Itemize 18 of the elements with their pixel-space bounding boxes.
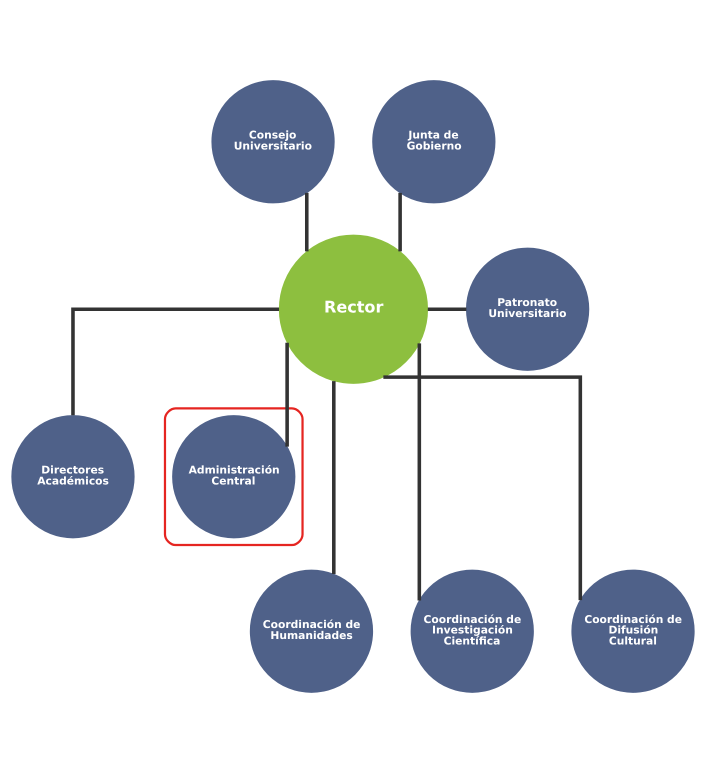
node-circle: Directores Académicos [11,415,135,538]
node-circle: Coordinación de Investigación Científica [410,570,534,693]
connector [383,375,582,600]
connector [71,307,280,416]
connector [304,192,309,252]
node-circle: Rector [278,234,428,384]
node-circle: Patronato Universitario [466,248,590,371]
connector [428,307,466,312]
node-circle: Junta de Gobierno [372,80,496,204]
connector [332,381,336,574]
node-circle: Coordinación de Difusión Cultural [571,570,695,693]
connector [418,343,422,601]
connector [285,342,289,447]
cluster [164,407,304,546]
node-circle: Coordinación de Humanidades [250,570,374,693]
connector [398,192,402,252]
node-circle: Administración Central [172,415,296,538]
node-circle: Consejo Universitario [211,80,335,204]
